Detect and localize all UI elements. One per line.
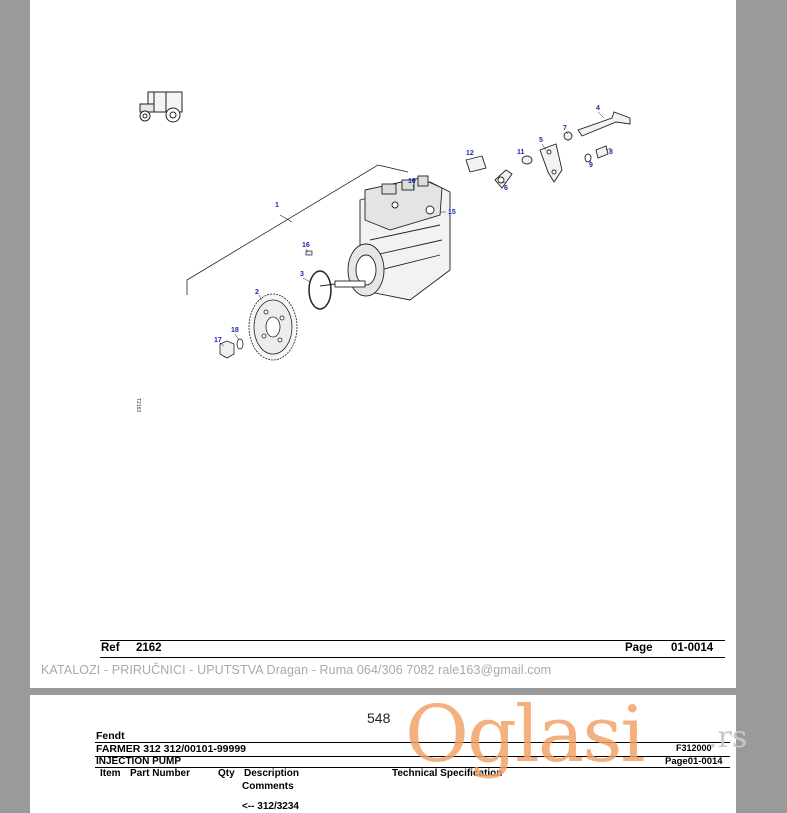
gasket-ring (308, 270, 332, 310)
tractor-icon (139, 91, 183, 123)
parts-row-reference: <-- 312/3234 (242, 801, 299, 812)
drive-gear (248, 293, 298, 361)
page-value: 01-0014 (671, 642, 714, 654)
injection-pump-diagram: 1 2 3 4 5 6 7 8 9 10 11 12 15 16 17 18 (135, 91, 631, 412)
model-rule (95, 756, 730, 757)
callout-15: 15 (448, 209, 456, 216)
washer (236, 338, 244, 350)
callout-1: 1 (275, 202, 279, 209)
callout-4: 4 (596, 105, 600, 112)
callout-2: 2 (255, 289, 259, 296)
ref-value: 2162 (136, 642, 162, 654)
injection-pump-body (319, 175, 451, 301)
ref-bottom-rule (100, 657, 725, 658)
callout-5: 5 (539, 137, 543, 144)
callout-12: 12 (466, 150, 474, 157)
callout-11: 11 (517, 149, 525, 156)
callout-7: 7 (563, 125, 567, 132)
diagram-side-code: T2163 (135, 398, 141, 412)
oglasi-logo: Oglasi (405, 690, 645, 780)
ref-label: Ref (101, 642, 120, 654)
section-page-ref: Page01-0014 (665, 756, 723, 767)
brand-name: Fendt (96, 730, 125, 742)
col-item: Item (100, 768, 121, 779)
col-technical-specification: Technical Specification (392, 768, 503, 779)
page-label: Page (625, 642, 653, 654)
col-qty: Qty (218, 768, 235, 779)
callout-6: 6 (504, 185, 508, 192)
section-title: INJECTION PUMP (96, 756, 182, 767)
catalog-page-diagram: 1 2 3 4 5 6 7 8 9 10 11 12 15 16 17 18 (30, 0, 736, 688)
oglasi-logo-suffix: .rs (708, 720, 748, 755)
page-number: 548 (367, 710, 391, 726)
model-name: FARMER 312 312/00101-99999 (96, 743, 247, 755)
catalog-page-parts-list: 548 Fendt FARMER 312 312/00101-99999 F31… (30, 695, 736, 813)
col-comments: Comments (242, 781, 294, 792)
seller-watermark: KATALOZI - PRIRUČNICI - UPUTSTVA Dragan … (41, 663, 552, 677)
model-code: F312000 (676, 743, 712, 753)
callout-16: 16 (302, 242, 310, 249)
section-rule (95, 767, 730, 768)
col-description: Description (244, 768, 300, 779)
callout-18: 18 (231, 327, 239, 334)
woodruff-key (305, 250, 313, 256)
callout-10: 10 (408, 178, 416, 185)
ref-rule (100, 640, 725, 641)
assembly-bracket-line (186, 164, 409, 295)
callout-8: 8 (609, 149, 613, 156)
callout-17: 17 (214, 337, 222, 344)
col-part-number: Part Number (130, 768, 191, 779)
control-linkage (465, 111, 631, 189)
callout-9: 9 (589, 162, 593, 169)
gear-nut (219, 340, 235, 359)
brand-rule (95, 742, 730, 743)
callout-3: 3 (300, 271, 304, 278)
